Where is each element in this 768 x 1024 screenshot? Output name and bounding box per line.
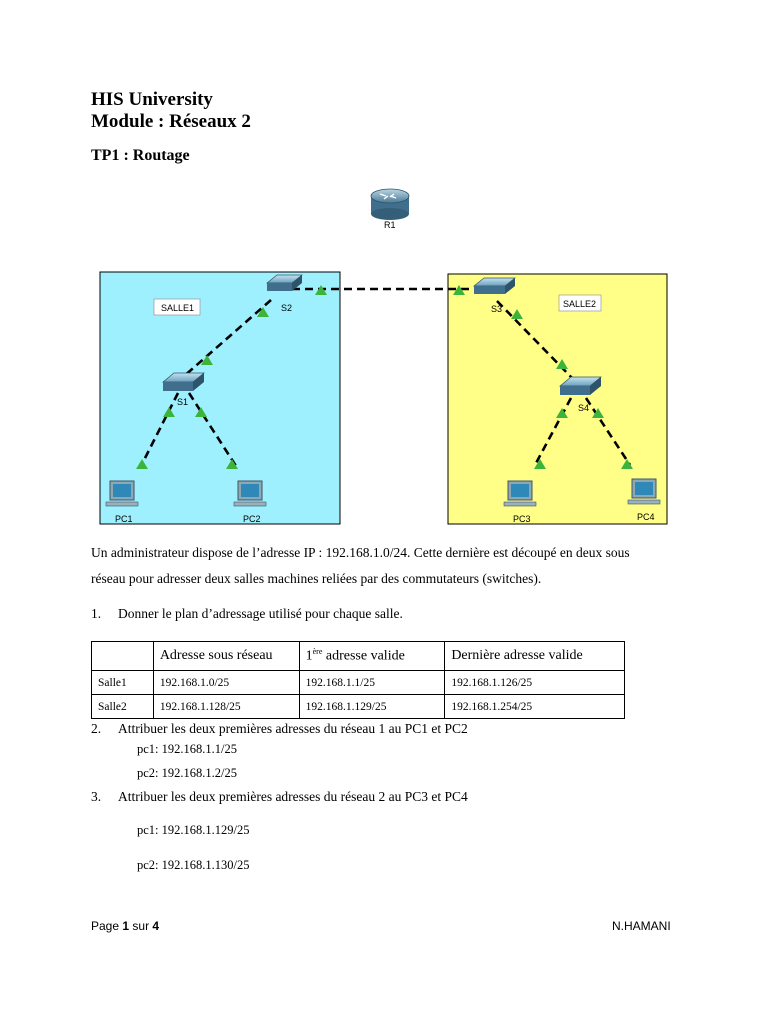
question-3-text: Attribuer les deux premières adresses du… bbox=[118, 789, 468, 804]
question-1-text: Donner le plan d’adressage utilisé pour … bbox=[118, 606, 403, 621]
room1-label: SALLE1 bbox=[161, 303, 194, 313]
room1-area bbox=[99, 271, 341, 525]
table-header-subnet: Adresse sous réseau bbox=[152, 641, 300, 671]
table-cell: 192.168.1.1/25 bbox=[298, 670, 446, 695]
pc-icon-1 bbox=[105, 480, 139, 507]
module-title: Module : Réseaux 2 bbox=[91, 111, 251, 132]
question-2-text: Attribuer les deux premières adresses du… bbox=[118, 721, 468, 736]
page-total: 4 bbox=[152, 919, 160, 933]
table-cell: 192.168.1.254/25 bbox=[444, 694, 625, 719]
intro-line-2: réseau pour adresser deux salles machine… bbox=[91, 571, 542, 586]
question-2-number: 2. bbox=[91, 721, 102, 736]
pc-label-3: PC3 bbox=[513, 514, 531, 524]
header-first-valid-text: adresse valide bbox=[325, 648, 405, 664]
switch-label-s4: S4 bbox=[578, 403, 589, 413]
room2-area bbox=[447, 273, 668, 525]
pc-icon-2 bbox=[233, 480, 267, 507]
pc-label-1: PC1 bbox=[115, 514, 133, 524]
table-header-last-valid: Dernière adresse valide bbox=[444, 641, 625, 671]
room2-label: SALLE2 bbox=[563, 299, 596, 309]
intro-line-1: Un administrateur dispose de l’adresse I… bbox=[91, 545, 630, 560]
switch-label-s2: S2 bbox=[281, 303, 292, 313]
question-3-number: 3. bbox=[91, 789, 102, 804]
room2-label-box bbox=[558, 294, 602, 312]
address-plan-table: Adresse sous réseau 1ère adresse valide … bbox=[91, 641, 625, 719]
table-header-row: Adresse sous réseau 1ère adresse valide … bbox=[91, 641, 625, 671]
pc-label-4: PC4 bbox=[637, 512, 655, 522]
header-superscript: ère bbox=[312, 647, 323, 657]
page-label: Page bbox=[91, 919, 120, 933]
switch-label-s3: S3 bbox=[491, 304, 502, 314]
table-cell: 192.168.1.0/25 bbox=[152, 670, 300, 695]
table-cell: 192.168.1.128/25 bbox=[152, 694, 300, 719]
table-cell: Salle1 bbox=[91, 670, 154, 695]
author: N.HAMANI bbox=[612, 919, 671, 933]
page-number: Page 1 sur 4 bbox=[91, 919, 159, 933]
answer-3-pc1: pc1: 192.168.1.129/25 bbox=[137, 823, 250, 837]
table-cell: 192.168.1.129/25 bbox=[298, 694, 446, 719]
page-of: sur bbox=[132, 919, 150, 933]
answer-3-pc2: pc2: 192.168.1.130/25 bbox=[137, 858, 250, 872]
room1-label-box bbox=[153, 298, 201, 316]
pc-icon-4 bbox=[627, 478, 661, 505]
table-header-first-valid: 1ère adresse valide bbox=[298, 641, 446, 671]
pc-icon-3 bbox=[503, 480, 537, 507]
port-indicators bbox=[136, 285, 633, 469]
switch-label-s1: S1 bbox=[177, 397, 188, 407]
table-header-empty bbox=[91, 641, 154, 671]
network-diagram: R1 bbox=[99, 188, 668, 525]
table-cell: 192.168.1.126/25 bbox=[444, 670, 625, 695]
router-icon bbox=[370, 188, 410, 220]
table-row: Salle1 192.168.1.0/25 192.168.1.1/25 192… bbox=[91, 670, 625, 695]
header-prefix: 1 bbox=[305, 648, 313, 664]
page-current: 1 bbox=[122, 919, 130, 933]
switch-icon-s2 bbox=[266, 274, 303, 291]
answer-2-pc1: pc1: 192.168.1.1/25 bbox=[137, 742, 237, 756]
pc-label-2: PC2 bbox=[243, 514, 261, 524]
table-row: Salle2 192.168.1.128/25 192.168.1.129/25… bbox=[91, 694, 625, 719]
tp-title: TP1 : Routage bbox=[91, 147, 190, 164]
question-1-number: 1. bbox=[91, 606, 102, 621]
switch-icon-s3 bbox=[473, 277, 516, 294]
table-cell: Salle2 bbox=[91, 694, 154, 719]
router-label: R1 bbox=[384, 220, 396, 230]
university-title: HIS University bbox=[91, 89, 213, 110]
answer-2-pc2: pc2: 192.168.1.2/25 bbox=[137, 766, 237, 780]
switch-icon-s1 bbox=[162, 372, 205, 391]
switch-icon-s4 bbox=[559, 376, 602, 395]
